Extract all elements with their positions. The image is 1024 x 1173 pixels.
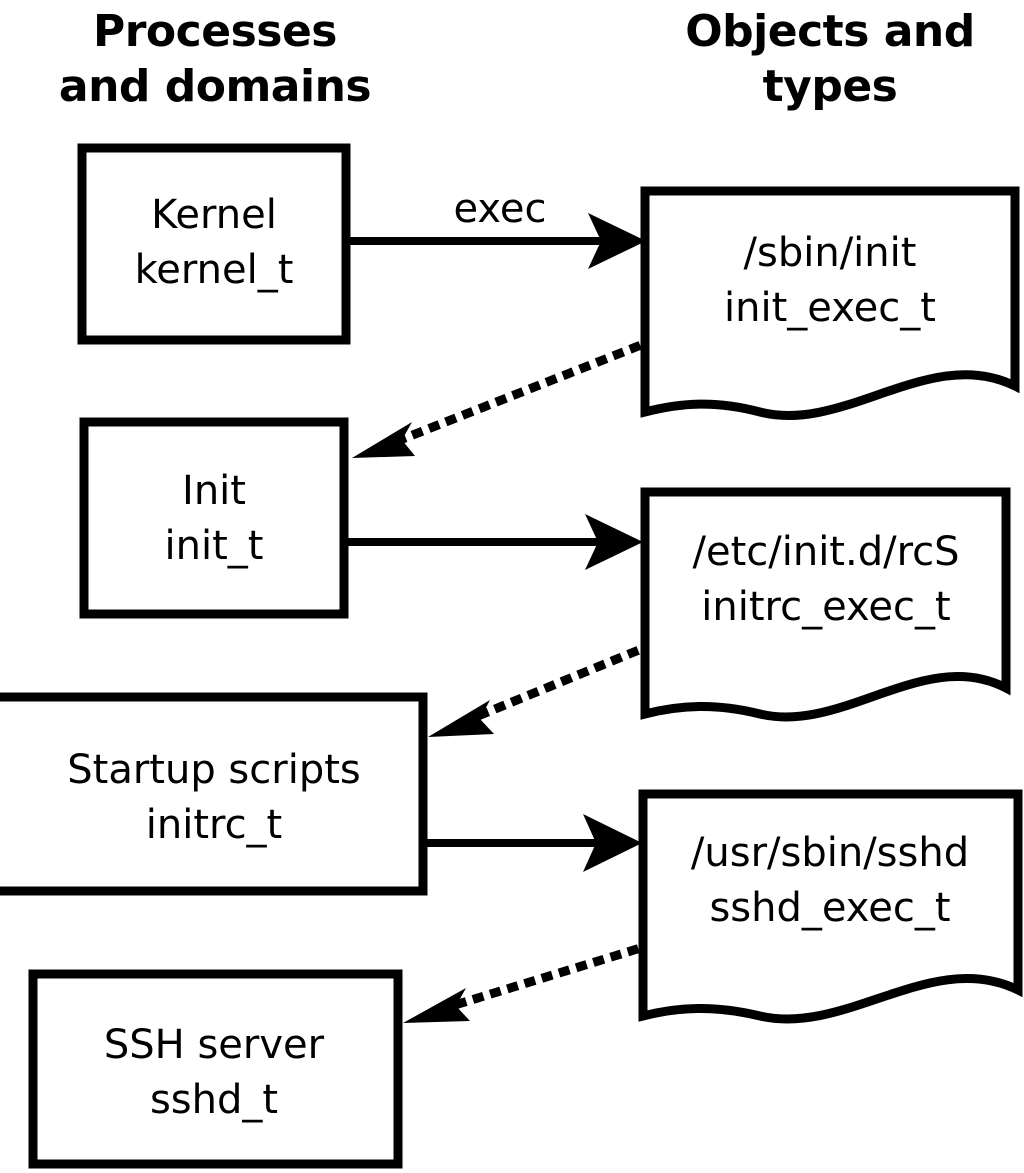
object-node-sshd-exec[interactable]: /usr/sbin/sshd sshd_exec_t [638,789,1023,1024]
process-node-ssh-server-title: SSH server [104,1022,325,1068]
process-node-startup-scripts-box[interactable] [0,692,428,896]
edge-sshd-exec-to-sshd [403,944,640,1023]
process-node-init[interactable]: Init init_t [79,417,349,619]
arrow-head-icon [428,700,494,737]
process-node-kernel-type: kernel_t [135,247,294,293]
edge-init-exec-to-init [352,341,642,458]
object-node-sshd-exec-shape[interactable] [638,789,1023,1024]
edge-line [472,646,640,722]
process-node-startup-scripts-type: initrc_t [146,802,283,848]
column-header-objects: Objects and types [685,6,975,112]
object-node-initrc-exec-path: /etc/init.d/rcS [692,529,959,575]
process-node-init-type: init_t [165,523,264,569]
process-node-ssh-server-type: sshd_t [150,1077,278,1123]
object-node-init-exec-type: init_exec_t [724,285,936,331]
object-node-sshd-exec-path: /usr/sbin/sshd [691,830,969,876]
column-header-processes: Processes and domains [59,6,372,112]
object-node-init-exec[interactable]: /sbin/init init_exec_t [640,186,1020,421]
edge-line [394,341,642,446]
edge-label-exec: exec [454,186,547,232]
process-node-kernel-title: Kernel [151,192,277,238]
object-node-initrc-exec[interactable]: /etc/init.d/rcS initrc_exec_t [640,487,1011,722]
process-node-init-title: Init [182,468,246,514]
object-node-sshd-exec-type: sshd_exec_t [709,885,950,931]
process-node-ssh-server-box[interactable] [28,969,403,1169]
process-node-kernel-box[interactable] [77,143,351,345]
process-node-startup-scripts-title: Startup scripts [67,747,360,793]
arrow-head-icon [585,514,643,570]
arrow-head-icon [403,988,470,1023]
arrow-head-icon [352,422,415,458]
object-node-init-exec-path: /sbin/init [744,230,917,276]
edge-init-to-initrc-exec [346,514,643,570]
edge-kernel-to-init-exec: exec [348,186,646,269]
column-header-objects-line1: Objects and [685,6,974,57]
arrow-head-icon [583,814,642,872]
process-node-ssh-server[interactable]: SSH server sshd_t [28,969,403,1169]
edge-initrc-to-sshd-exec [425,814,642,872]
edge-line [449,944,640,1011]
arrow-head-icon [588,213,646,269]
column-header-processes-line1: Processes [93,6,337,57]
object-node-initrc-exec-type: initrc_exec_t [701,584,950,630]
process-node-init-box[interactable] [79,417,349,619]
edge-initrc-exec-to-initrc [428,646,640,737]
process-node-kernel[interactable]: Kernel kernel_t [77,143,351,345]
process-node-startup-scripts[interactable]: Startup scripts initrc_t [0,692,428,896]
column-header-objects-line2: types [763,61,898,112]
object-node-init-exec-shape[interactable] [640,186,1020,421]
column-header-processes-line2: and domains [59,61,371,112]
object-node-initrc-exec-shape[interactable] [640,487,1011,722]
